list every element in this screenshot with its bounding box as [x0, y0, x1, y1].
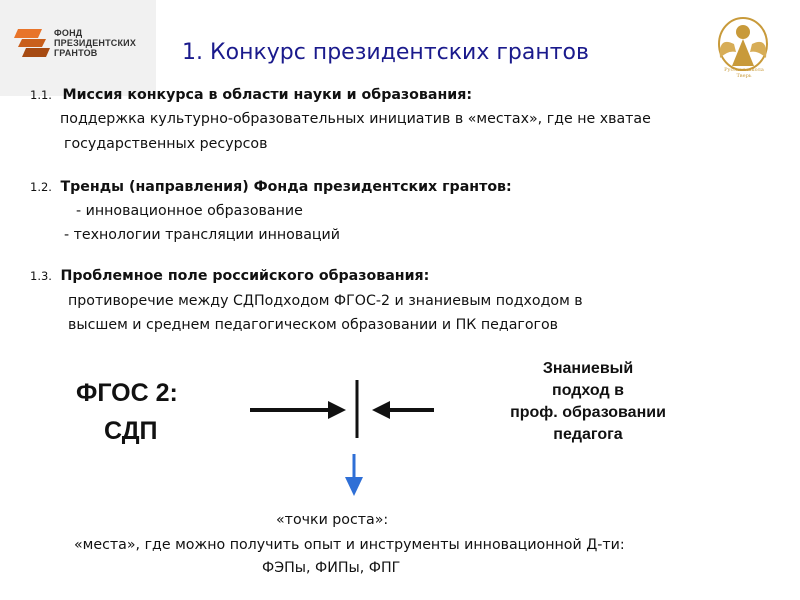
- section-3-line-2: высшем и среднем педагогическом образова…: [68, 317, 559, 333]
- logo-area: ФОНД ПРЕЗИДЕНТСКИХ ГРАНТОВ: [0, 0, 156, 96]
- foundation-logo-icon: [14, 29, 50, 57]
- logo-line-2: ПРЕЗИДЕНТСКИХ: [54, 38, 137, 48]
- right-arrow-icon: [372, 401, 434, 419]
- growth-points-title: «точки роста»:: [276, 512, 389, 528]
- section-1-title: Миссия конкурса в области науки и образо…: [62, 87, 472, 103]
- left-arrow-icon: [250, 401, 346, 419]
- convergence-diagram: [250, 380, 434, 496]
- section-1-number: 1.1.: [30, 88, 52, 102]
- logo-line-1: ФОНД: [54, 28, 83, 38]
- down-arrow-icon: [345, 454, 363, 496]
- angel-emblem-icon: [718, 17, 768, 71]
- section-3-line-1: противоречие между СДПодходом ФГОС-2 и з…: [68, 293, 583, 309]
- section-2-heading: 1.2. Тренды (направления) Фонда президен…: [30, 176, 512, 198]
- section-3-number: 1.3.: [30, 269, 52, 283]
- fgos-label: ФГОС 2:: [76, 379, 178, 407]
- slide-title: 1. Конкурс президентских грантов: [182, 40, 589, 65]
- section-1-line-2: государственных ресурсов: [64, 136, 268, 152]
- section-2-line-2: - технологии трансляции инноваций: [64, 227, 340, 243]
- logo-line-3: ГРАНТОВ: [54, 48, 98, 58]
- sdp-label: СДП: [104, 417, 158, 445]
- knowledge-approach-line-2: подход в: [552, 382, 624, 399]
- emblem-caption-line-2: Тверь: [736, 73, 752, 79]
- growth-points-list: ФЭПы, ФИПы, ФПГ: [262, 560, 401, 576]
- section-3-title: Проблемное поле российского образования:: [60, 268, 430, 284]
- section-1-line-1: поддержка культурно-образовательных иниц…: [60, 111, 651, 127]
- knowledge-approach-line-3: проф. образовании: [510, 404, 666, 421]
- knowledge-approach-line-4: педагога: [553, 426, 623, 443]
- section-3-heading: 1.3. Проблемное поле российского образов…: [30, 265, 429, 287]
- emblem-caption: Русская школа Тверь: [716, 67, 772, 79]
- growth-points-description: «места», где можно получить опыт и инстр…: [74, 537, 625, 553]
- knowledge-approach-line-1: Знаниевый: [542, 360, 634, 377]
- knowledge-approach-label: Знаниевый подход в проф. образовании пед…: [472, 358, 704, 446]
- section-2-title: Тренды (направления) Фонда президентских…: [60, 179, 512, 195]
- section-1-heading: 1.1. Миссия конкурса в области науки и о…: [30, 84, 472, 106]
- emblem-caption-line-1: Русская школа: [724, 67, 764, 73]
- section-2-line-1: - инновационное образование: [76, 203, 303, 219]
- logo-text: ФОНД ПРЕЗИДЕНТСКИХ ГРАНТОВ: [54, 28, 136, 58]
- section-2-number: 1.2.: [30, 180, 52, 194]
